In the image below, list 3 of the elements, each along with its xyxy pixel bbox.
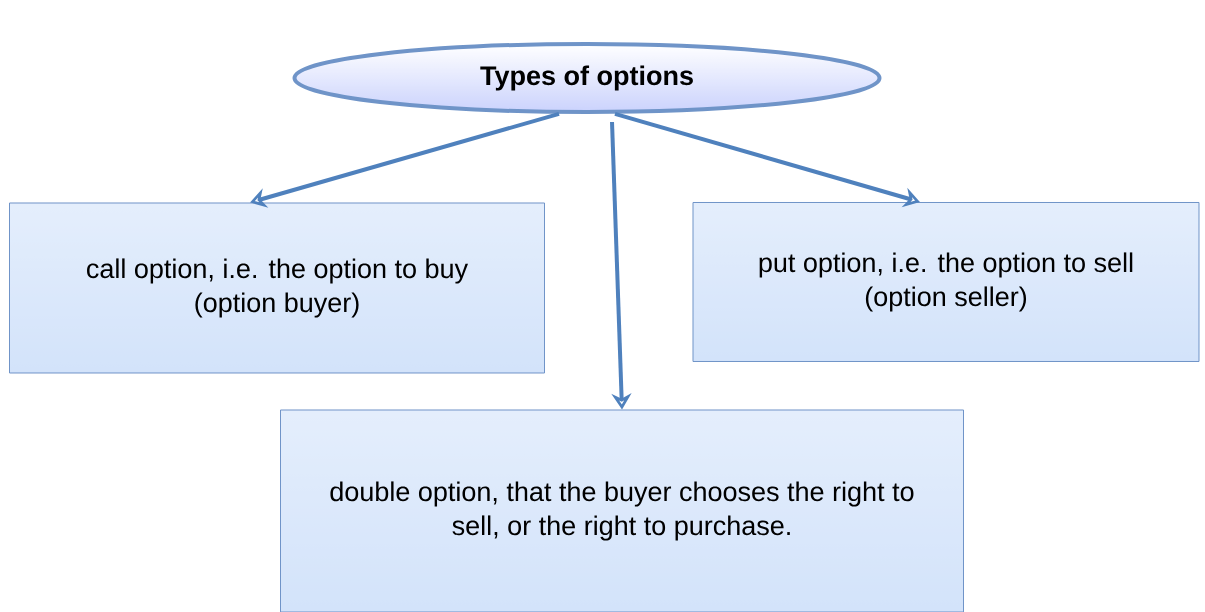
option-box: put option, i.e. the option to sell (option seller) [692,202,1200,362]
option-box: double option, that the buyer chooses the right to sell, or the right to purchase. [280,409,964,612]
option-box: call option, i.e. the option to buy (option buyer) [9,202,545,374]
